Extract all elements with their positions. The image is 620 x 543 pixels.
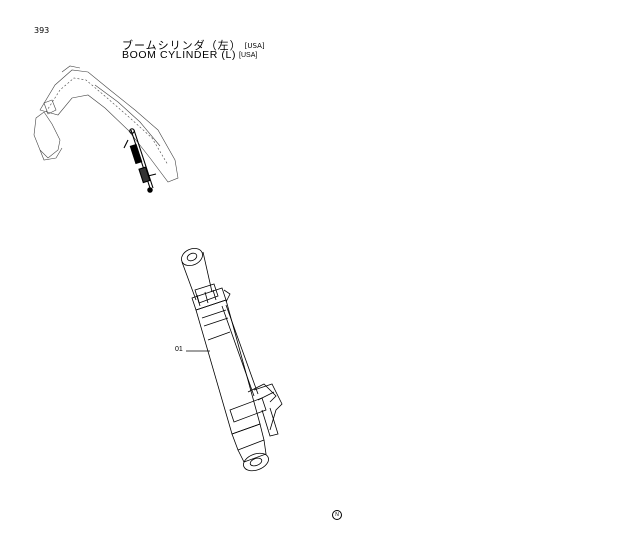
title-english: BOOM CYLINDER (L)[USA] [122,49,257,61]
title-japanese-text: ブームシリンダ（左） [122,39,242,52]
excavator-key-map [33,65,179,183]
region-tag-jp: [USA] [244,42,265,50]
footer-mark: N [332,510,342,520]
boom-cylinder-highlight [123,128,157,193]
callout-label-01: 01 [175,346,183,353]
region-tag-en: [USA] [239,52,258,59]
title-english-text: BOOM CYLINDER (L) [122,49,237,61]
page-number: 393 [34,26,50,35]
boom-cylinder-part [181,247,283,472]
title-japanese: ブームシリンダ（左）[USA] [122,37,265,53]
